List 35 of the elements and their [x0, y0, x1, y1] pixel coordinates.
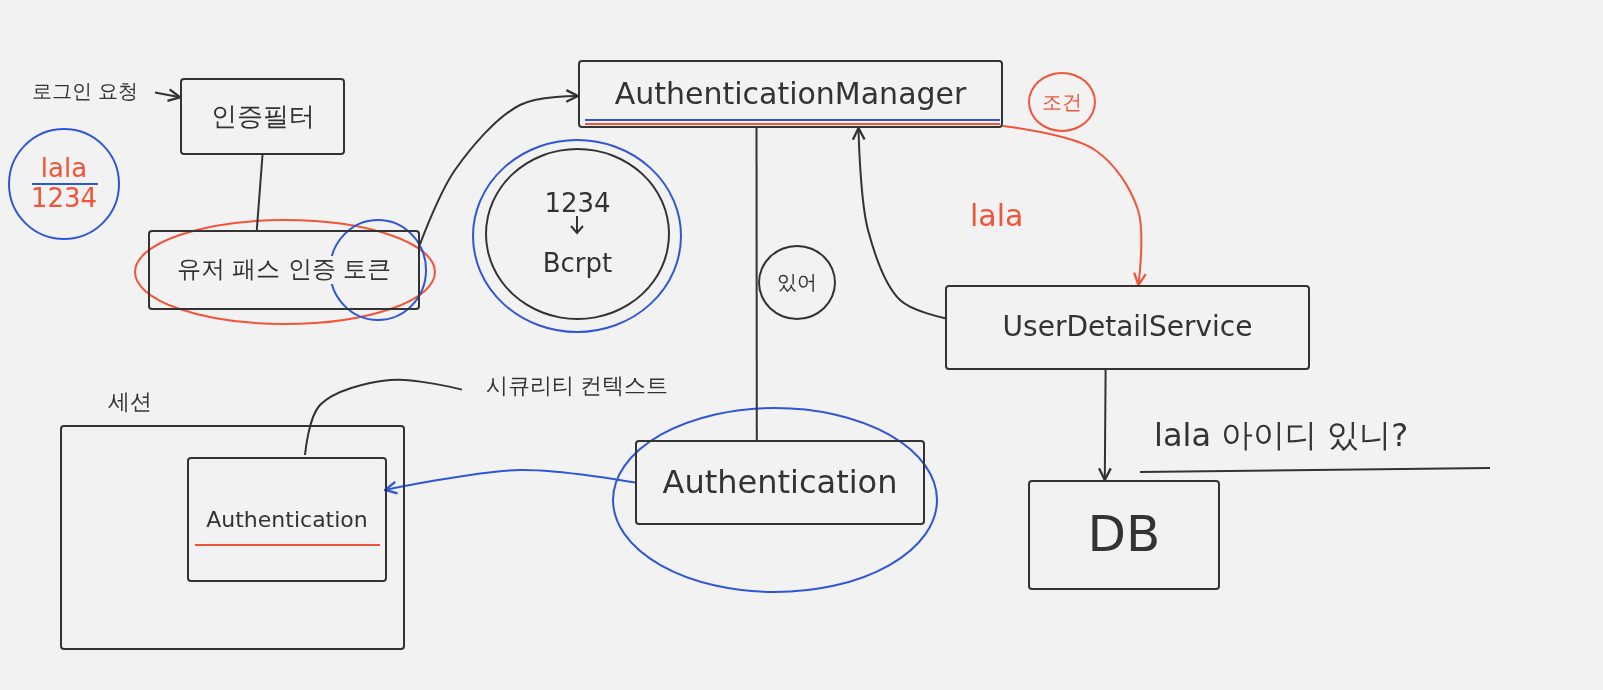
- node-label: AuthenticationManager: [614, 76, 967, 112]
- arrow: [383, 469, 636, 495]
- node-label: 있어: [777, 271, 817, 294]
- note-circle: [758, 245, 836, 320]
- arrow: [419, 89, 580, 246]
- process-box: [148, 230, 420, 310]
- arrow: [1097, 369, 1112, 482]
- note-circle: [1028, 72, 1096, 132]
- process-box: [945, 285, 1310, 370]
- node-label: 1234: [544, 189, 611, 219]
- process-box: [1028, 480, 1220, 590]
- process-box: [187, 457, 387, 582]
- text-label: 시큐리티 컨텍스트: [485, 373, 669, 399]
- note-circle: [8, 128, 120, 240]
- node-label: 1234: [30, 184, 98, 214]
- connector-line: [755, 127, 758, 441]
- process-box: [635, 440, 925, 525]
- node-label: Authentication: [206, 506, 368, 533]
- node-label: DB: [1087, 506, 1161, 564]
- leader-line: [304, 378, 463, 456]
- node-label: 조건: [1042, 90, 1082, 114]
- node-label: Bcrpt: [542, 249, 613, 279]
- process-box: [578, 60, 1003, 128]
- node-label: Authentication: [662, 464, 898, 501]
- note-circle: [485, 148, 670, 320]
- arrow: [1002, 124, 1147, 287]
- node-label: 유저 패스 인증 토큰: [176, 256, 392, 284]
- node-label: UserDetailService: [1002, 311, 1253, 344]
- process-box: [180, 78, 345, 155]
- connector-line: [255, 154, 264, 231]
- node-label: 인증필터: [210, 101, 315, 132]
- text-label: 로그인 요청: [31, 79, 139, 103]
- node-label: lala: [40, 154, 88, 184]
- arrow: [154, 88, 182, 102]
- arrow: [851, 126, 946, 320]
